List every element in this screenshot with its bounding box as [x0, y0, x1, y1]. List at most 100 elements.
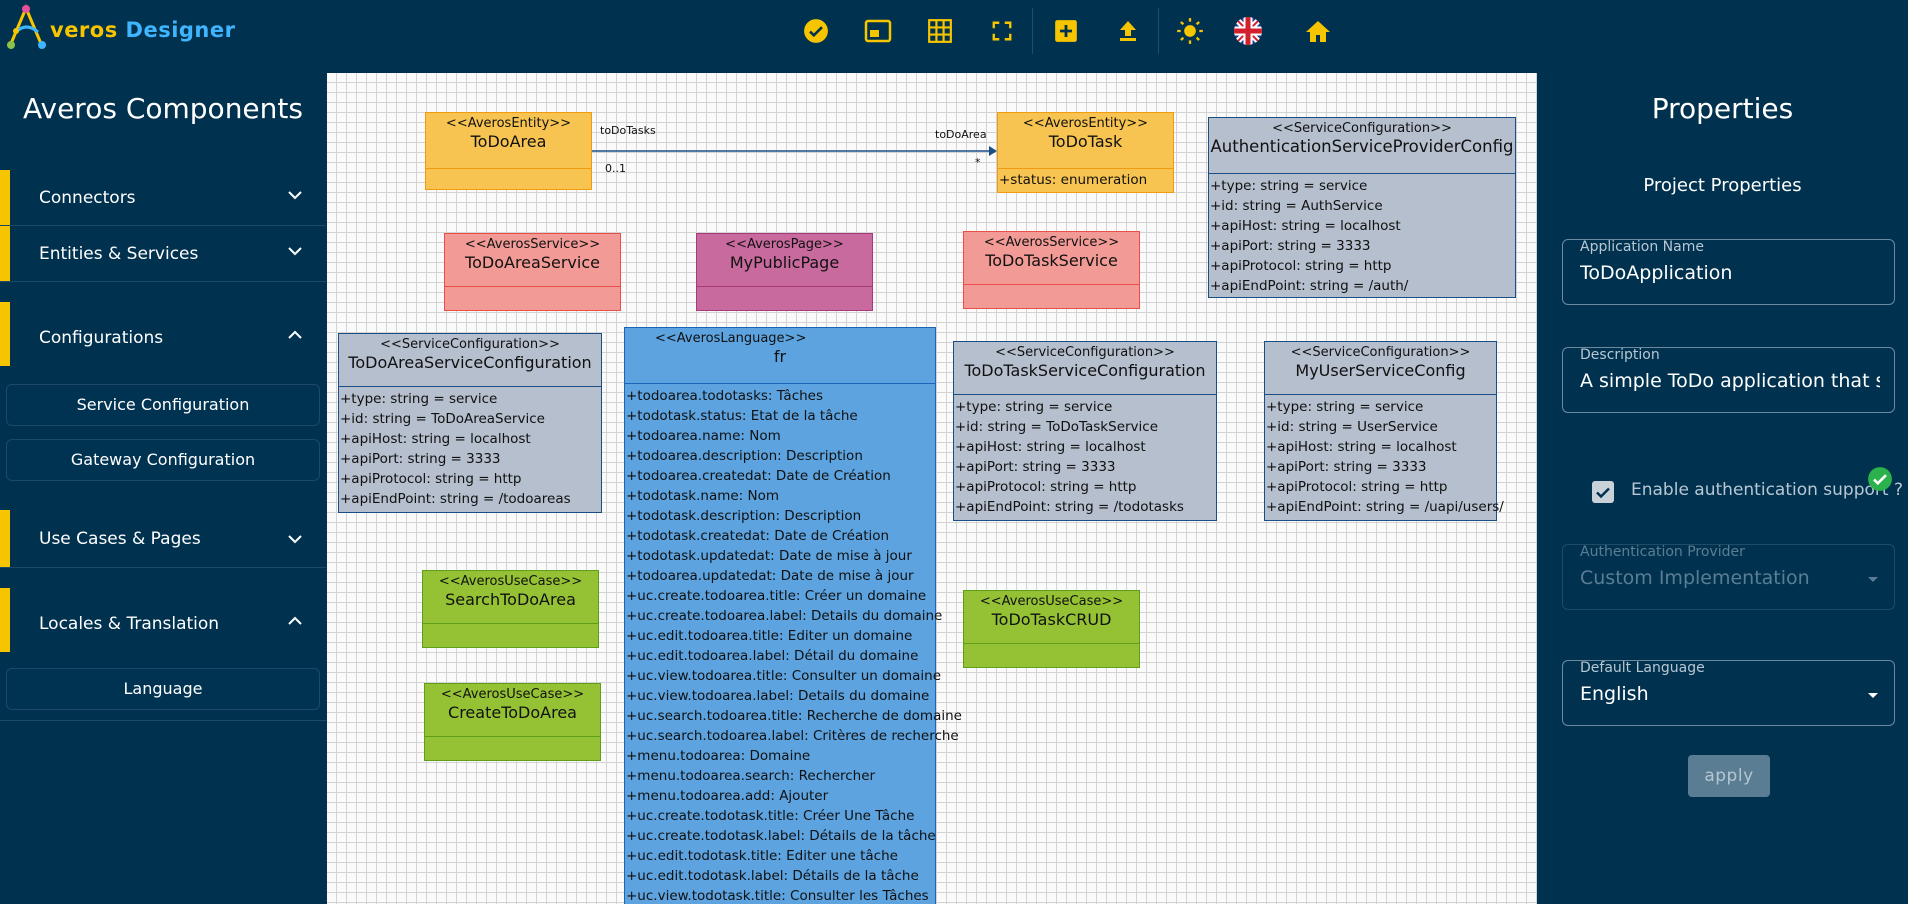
- class-attribute: +apiProtocol: string = http: [340, 471, 522, 487]
- class-stereotype: <<ServiceConfiguration>>: [995, 345, 1175, 360]
- fit-screen-button[interactable]: [982, 11, 1022, 51]
- class-name: ToDoAreaServiceConfiguration: [348, 353, 592, 372]
- section-connectors[interactable]: Connectors: [0, 170, 326, 226]
- top-toolbar: veros Designer: [0, 0, 1908, 62]
- section-label: Locales & Translation: [39, 614, 220, 634]
- section-label: Use Cases & Pages: [39, 529, 201, 549]
- class-attribute: +uc.search.todoarea.title: Recherche de …: [626, 708, 962, 724]
- language-fr[interactable]: <<AverosLanguage>>fr +todoarea.todotasks…: [624, 327, 962, 904]
- section-marker: [0, 226, 10, 281]
- class-attribute: +menu.todoarea: Domaine: [626, 748, 811, 764]
- home-icon: [1306, 21, 1330, 42]
- section-entities-services[interactable]: Entities & Services: [0, 226, 326, 282]
- section-use-cases-pages[interactable]: Use Cases & Pages: [0, 510, 326, 568]
- fullscreen-icon: [992, 21, 1012, 41]
- field-value: ToDoApplication: [1580, 262, 1733, 284]
- class-attribute: +uc.edit.todoarea.title: Editer un domai…: [626, 628, 913, 644]
- page-mypublicpage[interactable]: <<AverosPage>>MyPublicPage: [696, 233, 873, 311]
- picture-in-picture-icon: [864, 19, 892, 43]
- diagram-canvas[interactable]: toDoTasks toDoArea 0..1 * <<AverosEntity…: [327, 73, 1537, 904]
- toolbar-divider: [1032, 8, 1033, 54]
- class-attribute: +uc.view.todoarea.label: Details du doma…: [626, 688, 930, 704]
- config-authentication-service-provider[interactable]: <<ServiceConfiguration>>AuthenticationSe…: [1208, 117, 1516, 298]
- entity-todotask[interactable]: <<AverosEntity>>ToDoTask +status: enumer…: [997, 112, 1174, 193]
- class-name: MyPublicPage: [729, 253, 840, 272]
- service-todotask[interactable]: <<AverosService>>ToDoTaskService: [963, 231, 1140, 309]
- class-attribute: +apiEndPoint: string = /uapi/users/: [1266, 499, 1504, 515]
- class-attribute: +todoarea.updatedat: Date de mise à jour: [626, 568, 914, 584]
- theme-button[interactable]: [1170, 11, 1210, 51]
- add-component-button[interactable]: [1046, 11, 1086, 51]
- validate-button[interactable]: [796, 11, 836, 51]
- class-attribute: +apiProtocol: string = http: [1210, 258, 1392, 274]
- class-attribute: +apiPort: string = 3333: [340, 451, 501, 467]
- relation-target-role: toDoArea: [935, 128, 987, 141]
- upload-button[interactable]: [1108, 11, 1148, 51]
- apply-button[interactable]: apply: [1688, 755, 1770, 797]
- item-gateway-configuration[interactable]: Gateway Configuration: [6, 439, 320, 481]
- class-attribute: +apiProtocol: string = http: [955, 479, 1137, 495]
- panel-title: Averos Components: [23, 92, 303, 125]
- class-attribute: +todoarea.createdat: Date de Création: [626, 468, 891, 484]
- relation-target-multiplicity: *: [975, 156, 981, 169]
- field-label: Description: [1580, 347, 1660, 363]
- class-name: MyUserServiceConfig: [1295, 361, 1466, 380]
- class-stereotype: <<AverosUseCase>>: [979, 594, 1124, 609]
- check-circle-icon: [1868, 467, 1892, 491]
- brightness-icon: [1177, 18, 1203, 44]
- language-button[interactable]: [1228, 11, 1268, 51]
- class-attribute: +uc.edit.todoarea.label: Détail du domai…: [626, 648, 919, 664]
- section-label: Connectors: [39, 188, 136, 208]
- section-marker: [0, 588, 10, 652]
- enable-auth-checkbox[interactable]: [1592, 481, 1614, 503]
- dropdown-arrow-icon: [1868, 577, 1878, 582]
- class-attribute: +apiEndPoint: string = /auth/: [1210, 278, 1409, 294]
- entity-todoarea[interactable]: <<AverosEntity>>ToDoArea: [425, 112, 592, 190]
- class-stereotype: <<AverosPage>>: [725, 237, 844, 252]
- class-name: CreateToDoArea: [448, 703, 577, 722]
- item-language[interactable]: Language: [6, 668, 320, 710]
- class-attribute: +todotask.status: Etat de la tâche: [626, 408, 858, 424]
- usecase-createtodoarea[interactable]: <<AverosUseCase>>CreateToDoArea: [424, 683, 601, 761]
- item-service-configuration[interactable]: Service Configuration: [6, 384, 320, 426]
- config-todoarea-service[interactable]: <<ServiceConfiguration>>ToDoAreaServiceC…: [338, 333, 602, 513]
- description-field[interactable]: Description A simple ToDo application th…: [1562, 347, 1895, 413]
- section-configurations[interactable]: Configurations: [0, 302, 326, 366]
- field-value: English: [1580, 683, 1649, 705]
- logo-text: veros Designer: [50, 18, 236, 42]
- class-name: ToDoAreaService: [465, 253, 600, 272]
- class-name: AuthenticationServiceProviderConfig: [1210, 137, 1514, 156]
- authentication-provider-select: Authentication Provider Custom Implement…: [1562, 544, 1895, 610]
- class-stereotype: <<AverosService>>: [464, 237, 601, 252]
- relation-source-role: toDoTasks: [600, 124, 656, 137]
- class-name: ToDoTask: [1048, 132, 1123, 151]
- field-value: A simple ToDo application that serv: [1580, 370, 1880, 392]
- class-stereotype: <<AverosService>>: [983, 235, 1120, 250]
- default-language-select[interactable]: Default Language English: [1562, 660, 1895, 726]
- class-attribute: +uc.view.todotask.title: Consulter les T…: [626, 888, 929, 904]
- service-todoarea[interactable]: <<AverosService>>ToDoAreaService: [444, 233, 621, 311]
- section-locales-translation[interactable]: Locales & Translation: [0, 588, 326, 652]
- usecase-searchtodoarea[interactable]: <<AverosUseCase>>SearchToDoArea: [422, 570, 599, 648]
- check-circle-icon: [804, 19, 828, 43]
- class-attribute: +menu.todoarea.add: Ajouter: [626, 788, 829, 804]
- usecase-todotaskcrud[interactable]: <<AverosUseCase>>ToDoTaskCRUD: [963, 590, 1140, 668]
- class-stereotype: <<AverosUseCase>>: [440, 687, 585, 702]
- grid-button[interactable]: [920, 11, 960, 51]
- config-myuser-service[interactable]: <<ServiceConfiguration>>MyUserServiceCon…: [1264, 341, 1504, 521]
- class-stereotype: <<ServiceConfiguration>>: [1290, 345, 1471, 360]
- home-button[interactable]: [1298, 11, 1338, 51]
- class-stereotype: <<AverosEntity>>: [445, 116, 572, 131]
- class-name: ToDoTaskServiceConfiguration: [964, 361, 1206, 380]
- upload-icon: [1120, 21, 1136, 41]
- class-attribute: +id: string = UserService: [1266, 419, 1438, 435]
- class-attribute: +apiHost: string = localhost: [1266, 439, 1457, 455]
- class-attribute: +todoarea.name: Nom: [626, 428, 781, 444]
- class-attribute: +id: string = AuthService: [1210, 198, 1383, 214]
- chevron-down-icon: [288, 247, 302, 256]
- config-todotask-service[interactable]: <<ServiceConfiguration>>ToDoTaskServiceC…: [953, 341, 1217, 521]
- preview-button[interactable]: [858, 11, 898, 51]
- class-attribute: +id: string = ToDoTaskService: [955, 419, 1159, 435]
- class-name: ToDoTaskService: [985, 251, 1118, 270]
- application-name-field[interactable]: Application Name ToDoApplication: [1562, 239, 1895, 305]
